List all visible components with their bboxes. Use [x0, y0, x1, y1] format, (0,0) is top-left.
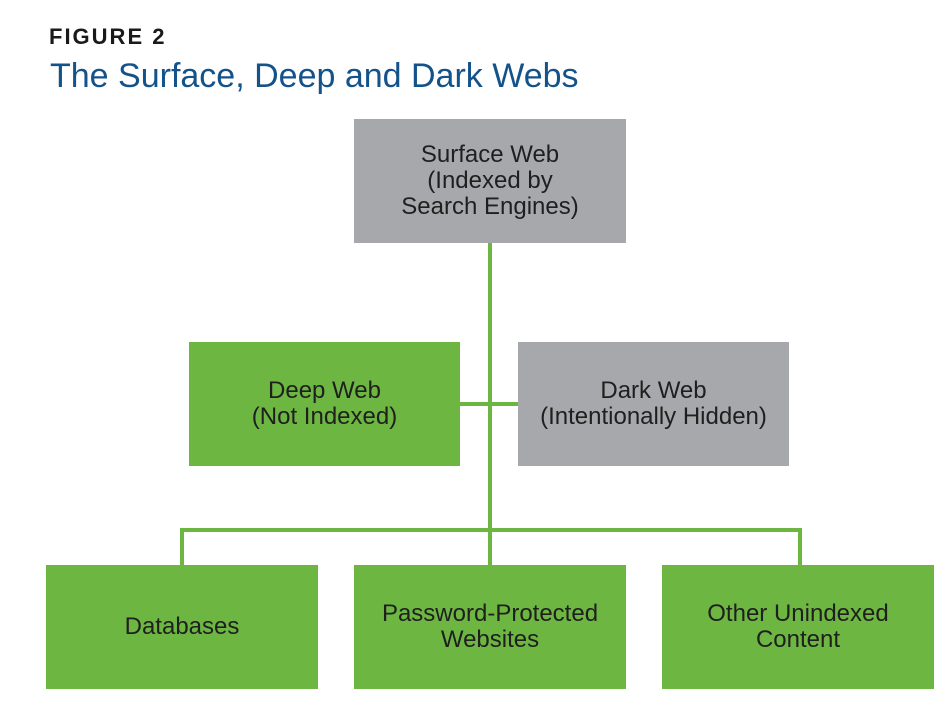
node-surface-web: Surface Web (Indexed by Search Engines): [354, 119, 626, 243]
node-other-unindexed-content: Other Unindexed Content: [662, 565, 934, 689]
node-databases: Databases: [46, 565, 318, 689]
node-deep-web: Deep Web (Not Indexed): [189, 342, 460, 466]
node-dark-web: Dark Web (Intentionally Hidden): [518, 342, 789, 466]
node-password-protected-websites: Password-Protected Websites: [354, 565, 626, 689]
figure-label: FIGURE 2: [49, 24, 167, 49]
figure-title: The Surface, Deep and Dark Webs: [50, 57, 579, 95]
